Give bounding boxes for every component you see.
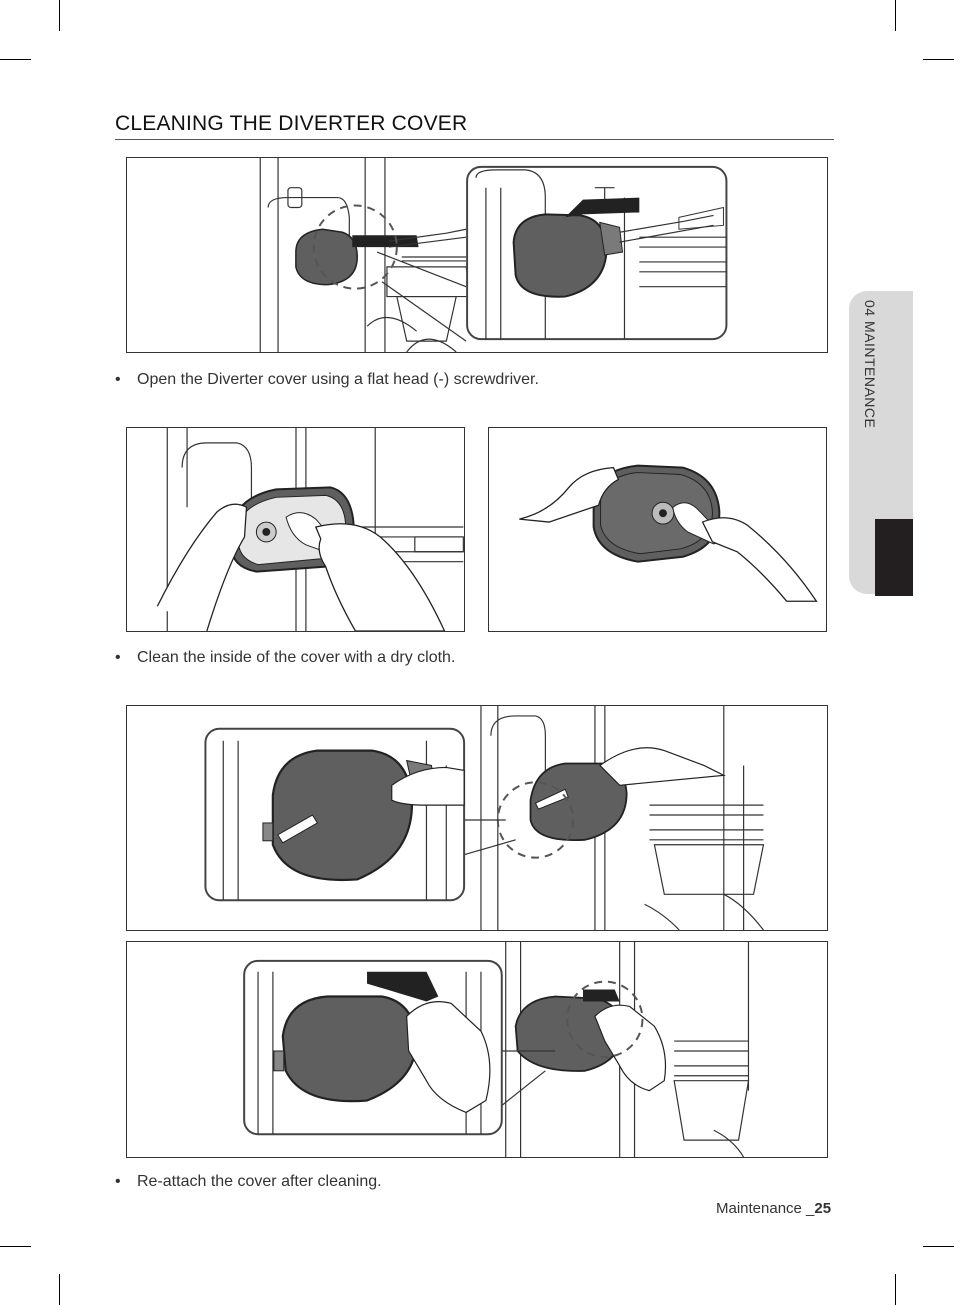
footer-label: Maintenance _ <box>716 1200 815 1217</box>
step-reattach-text: Re-attach the cover after cleaning. <box>137 1173 382 1190</box>
illustration-clean-mounted <box>156 428 464 631</box>
crop-mark <box>923 1246 954 1247</box>
illustration-clean-detached <box>519 464 818 602</box>
page-footer: Maintenance _25 <box>716 1200 831 1217</box>
step-text: • Clean the inside of the cover with a dr… <box>115 649 455 667</box>
chapter-tab-marker <box>875 519 913 596</box>
section-heading: CLEANING THE DIVERTER COVER <box>115 112 468 135</box>
crop-mark <box>923 59 954 60</box>
figure-clean-cover-mounted <box>126 427 465 632</box>
crop-mark <box>0 59 31 60</box>
chapter-tab-label: 04 MAINTENANCE <box>862 300 878 429</box>
illustration-lock-cover <box>243 942 750 1157</box>
step-text: • Open the Diverter cover using a flat he… <box>115 371 539 389</box>
illustration-open-cover <box>259 158 728 352</box>
step-text: • Re-attach the cover after cleaning. <box>115 1173 382 1191</box>
crop-mark <box>59 0 60 31</box>
illustration-insert-cover <box>204 706 765 930</box>
figure-insert-cover <box>126 705 828 931</box>
crop-mark <box>895 0 896 31</box>
bullet-marker: • <box>115 1173 121 1190</box>
step-open-text: Open the Diverter cover using a flat hea… <box>137 371 539 388</box>
bullet-marker: • <box>115 649 121 666</box>
crop-mark <box>59 1274 60 1305</box>
crop-mark <box>0 1246 31 1247</box>
figure-lock-cover <box>126 941 828 1158</box>
page-number: 25 <box>814 1200 832 1217</box>
bullet-marker: • <box>115 371 121 388</box>
crop-mark <box>895 1274 896 1305</box>
figure-open-cover <box>126 157 828 353</box>
heading-rule <box>115 139 834 140</box>
figure-clean-cover-detached <box>488 427 827 632</box>
step-clean-text: Clean the inside of the cover with a dry… <box>137 649 456 666</box>
